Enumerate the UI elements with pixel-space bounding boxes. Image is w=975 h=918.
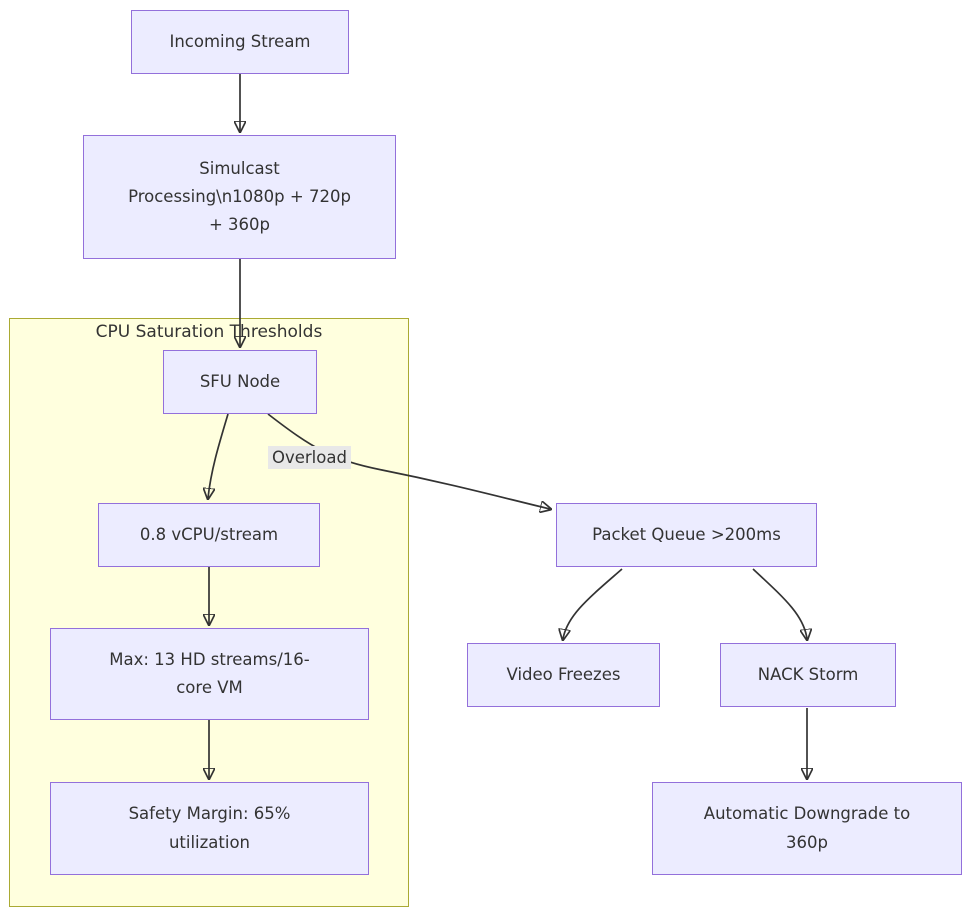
edge-sfu-to-packet-queue	[267, 413, 550, 509]
cluster-title: CPU Saturation Thresholds	[95, 322, 323, 342]
node-auto-downgrade: Automatic Downgrade to 360p	[652, 782, 962, 875]
edge-sfu-to-vcpu	[208, 413, 229, 498]
edge-packet-queue-to-video-freezes	[563, 568, 623, 639]
edge-label-overload: Overload	[268, 446, 351, 469]
node-simulcast-processing: Simulcast Processing\n1080p + 720p + 360…	[83, 135, 396, 259]
node-packet-queue: Packet Queue >200ms	[556, 503, 817, 567]
node-nack-storm: NACK Storm	[720, 643, 896, 707]
node-sfu-node: SFU Node	[163, 350, 317, 414]
node-safety-margin: Safety Margin: 65% utilization	[50, 782, 369, 875]
node-incoming-stream: Incoming Stream	[131, 10, 349, 74]
node-video-freezes: Video Freezes	[467, 643, 660, 707]
node-vcpu-per-stream: 0.8 vCPU/stream	[98, 503, 320, 567]
node-max-hd-streams: Max: 13 HD streams/16- core VM	[50, 628, 369, 720]
edge-packet-queue-to-nack-storm	[752, 568, 807, 639]
